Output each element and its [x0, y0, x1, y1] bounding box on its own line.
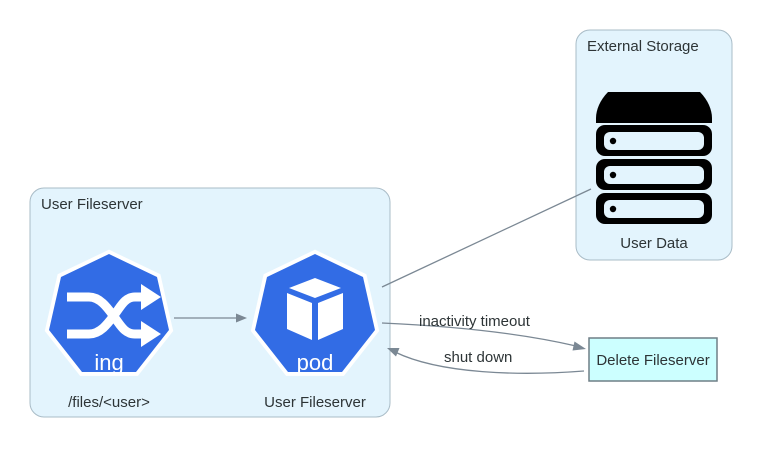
pod-icon-text: pod	[297, 350, 334, 375]
edge-shut-down: shut down	[387, 348, 585, 374]
ingress-label: /files/<user>	[68, 394, 150, 411]
node-ingress: ing /files/<user>	[44, 249, 174, 411]
edge-inactivity-timeout: inactivity timeout	[381, 313, 586, 351]
node-user-data: User Data	[596, 92, 712, 252]
ingress-icon-text: ing	[94, 350, 123, 375]
server-stack-icon	[596, 92, 712, 224]
user-data-label: User Data	[620, 235, 688, 252]
edge-pod-to-storage	[381, 188, 592, 288]
cluster-user-fileserver-label: User Fileserver	[41, 196, 143, 213]
node-pod: pod User Fileserver	[250, 249, 380, 411]
kubernetes-ingress-icon: ing	[44, 249, 174, 376]
edge-label-inactivity-timeout: inactivity timeout	[419, 313, 531, 330]
delete-fileserver-label: Delete Fileserver	[596, 352, 709, 369]
edge-label-shut-down: shut down	[444, 349, 512, 366]
kubernetes-pod-icon: pod	[250, 249, 380, 376]
cluster-external-storage-label: External Storage	[587, 38, 699, 55]
pod-label: User Fileserver	[264, 394, 366, 411]
node-delete-fileserver: Delete Fileserver	[588, 337, 718, 382]
edge-ingress-to-pod	[174, 313, 247, 323]
